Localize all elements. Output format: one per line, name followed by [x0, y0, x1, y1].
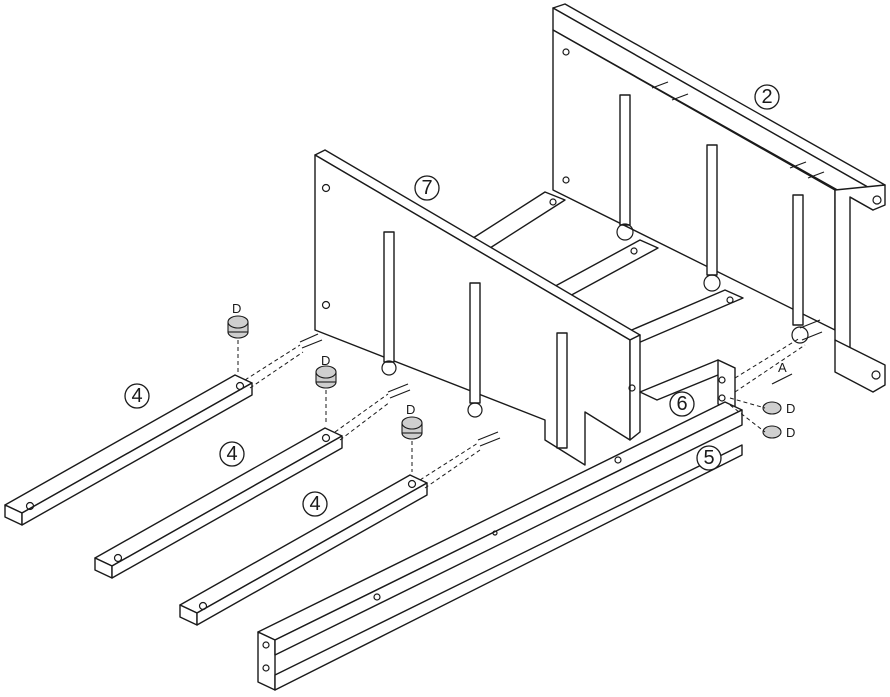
bar-4-top: [4, 374, 253, 526]
callout-part-5: 5: [696, 445, 722, 471]
hardware-label-d: D: [321, 353, 330, 368]
cam-lock-4: [762, 401, 782, 415]
callout-part-7: 7: [414, 175, 440, 201]
cam-lock-5: [762, 425, 782, 439]
hardware-label-d: D: [232, 301, 241, 316]
cam-lock-3: [401, 416, 423, 472]
cam-lock-2: [315, 365, 337, 425]
panel-2: [552, 3, 886, 393]
bar-4-middle: [94, 427, 343, 579]
callout-label: 5: [703, 447, 714, 469]
rail-6: [639, 359, 736, 413]
callout-part-4-top: 4: [124, 383, 150, 409]
hardware-label-a: A: [778, 360, 787, 375]
callout-label: 4: [226, 443, 237, 465]
callout-label: 4: [131, 385, 142, 407]
callout-part-4-bottom: 4: [302, 491, 328, 517]
callout-label: 2: [761, 86, 772, 108]
panel-7: [314, 149, 641, 466]
rail-5: [257, 401, 743, 691]
cam-lock-1: [227, 315, 249, 372]
assembly-guides: [244, 337, 806, 489]
callout-label: 4: [309, 493, 320, 515]
dowels: [299, 319, 823, 447]
bar-4-bottom: [179, 474, 428, 626]
callout-label: 7: [421, 177, 432, 199]
hardware-label-d: D: [786, 425, 795, 440]
callout-part-2: 2: [754, 84, 780, 110]
callout-part-6: 6: [669, 391, 695, 417]
callout-part-4-middle: 4: [219, 441, 245, 467]
hardware-label-d: D: [786, 401, 795, 416]
callout-label: 6: [676, 393, 687, 415]
hardware-label-d: D: [406, 402, 415, 417]
